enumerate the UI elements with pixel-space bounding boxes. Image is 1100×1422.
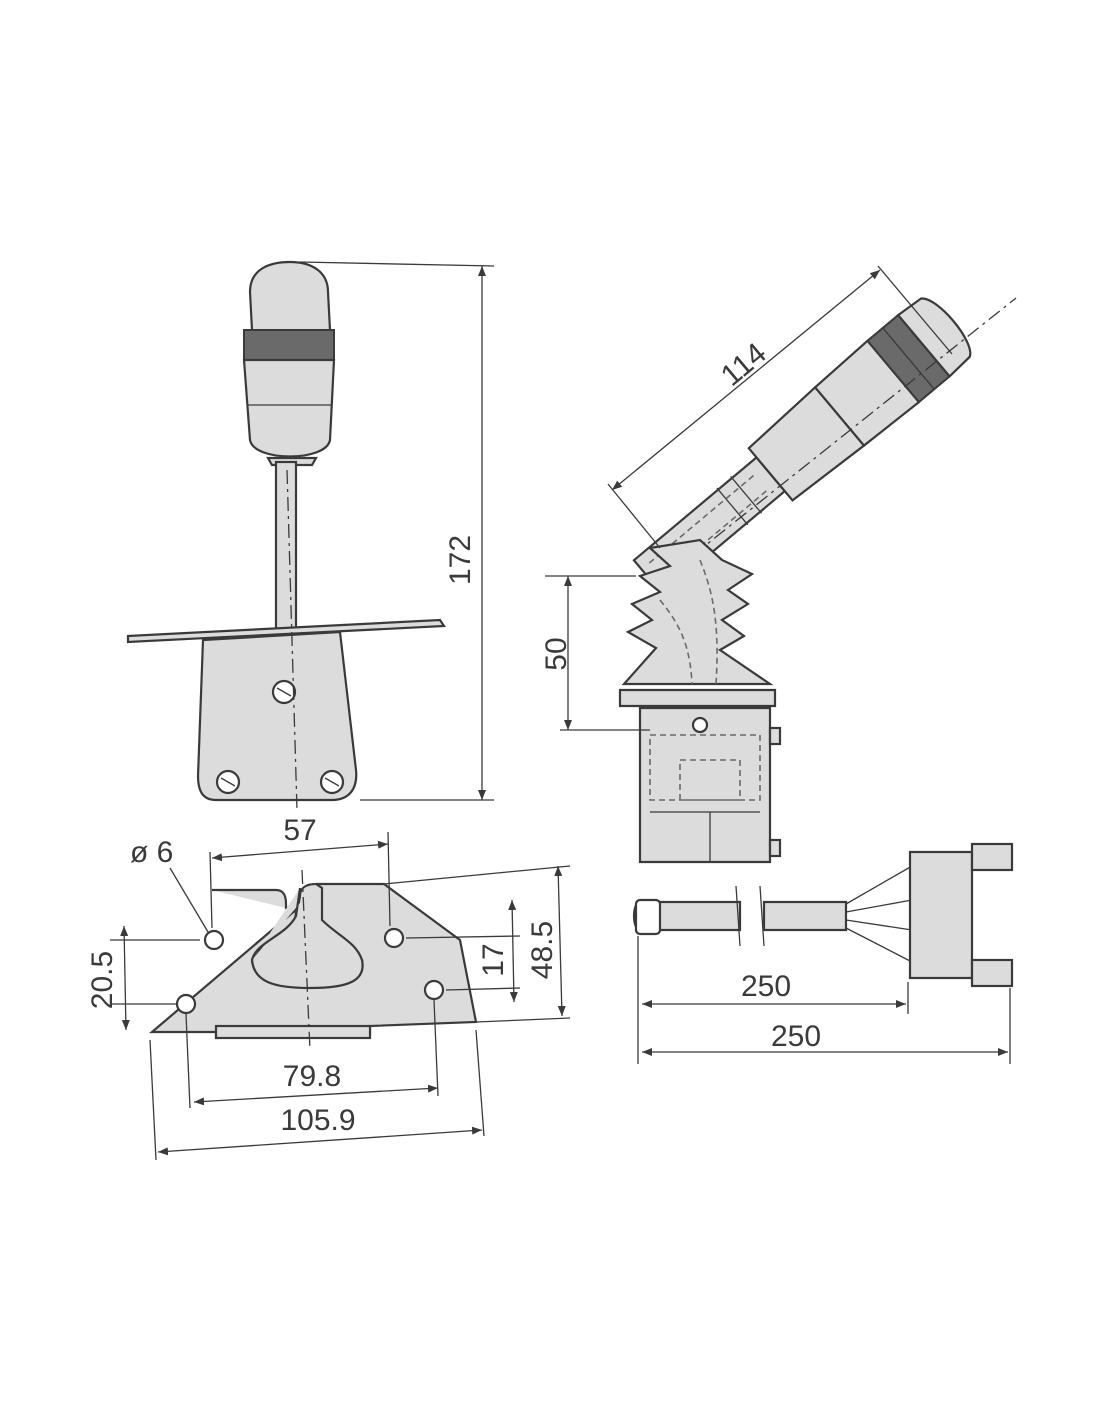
- left-vertical-dimension: 20.5: [86, 951, 119, 1009]
- front-view: 172: [126, 260, 495, 811]
- centerline: [286, 469, 298, 811]
- mount-hole: [203, 929, 225, 951]
- cable-connector: [908, 850, 974, 980]
- overall-length-dimension: 250: [771, 1020, 821, 1053]
- mount-hole: [175, 993, 197, 1015]
- mounting-plate-view: ø 6 57 20.5 17 48.5 79.8 105.9: [86, 814, 571, 1161]
- lever-knob: [242, 260, 336, 467]
- boot-height-dimension: 50: [540, 637, 573, 670]
- mount-hole: [423, 979, 445, 1001]
- height-dimension: 172: [444, 535, 477, 585]
- hole-diameter-label: ø 6: [130, 836, 173, 869]
- lower-spacing-dimension: 79.8: [283, 1060, 341, 1093]
- cable-length-dimension: 250: [741, 970, 791, 1003]
- lever-length-dimension: 114: [715, 337, 773, 393]
- mount-hole: [383, 927, 405, 949]
- bellows-boot: [621, 538, 774, 686]
- mounting-flange: [126, 618, 446, 644]
- screw-icon: [319, 769, 345, 795]
- lever-shaft: [274, 460, 298, 632]
- plate-height-dimension: 48.5: [526, 921, 559, 979]
- cable-view: 250 250: [632, 842, 1014, 1064]
- switch-housing: [638, 706, 772, 864]
- screw-icon: [271, 679, 297, 705]
- housing-body: [196, 630, 358, 802]
- side-view: 114 50: [540, 265, 1017, 864]
- boot-base: [618, 688, 777, 708]
- plate-width-dimension: 105.9: [280, 1104, 355, 1137]
- right-vertical-dimension: 17: [477, 943, 510, 976]
- screw-icon: [215, 769, 241, 795]
- upper-spacing-dimension: 57: [283, 814, 316, 847]
